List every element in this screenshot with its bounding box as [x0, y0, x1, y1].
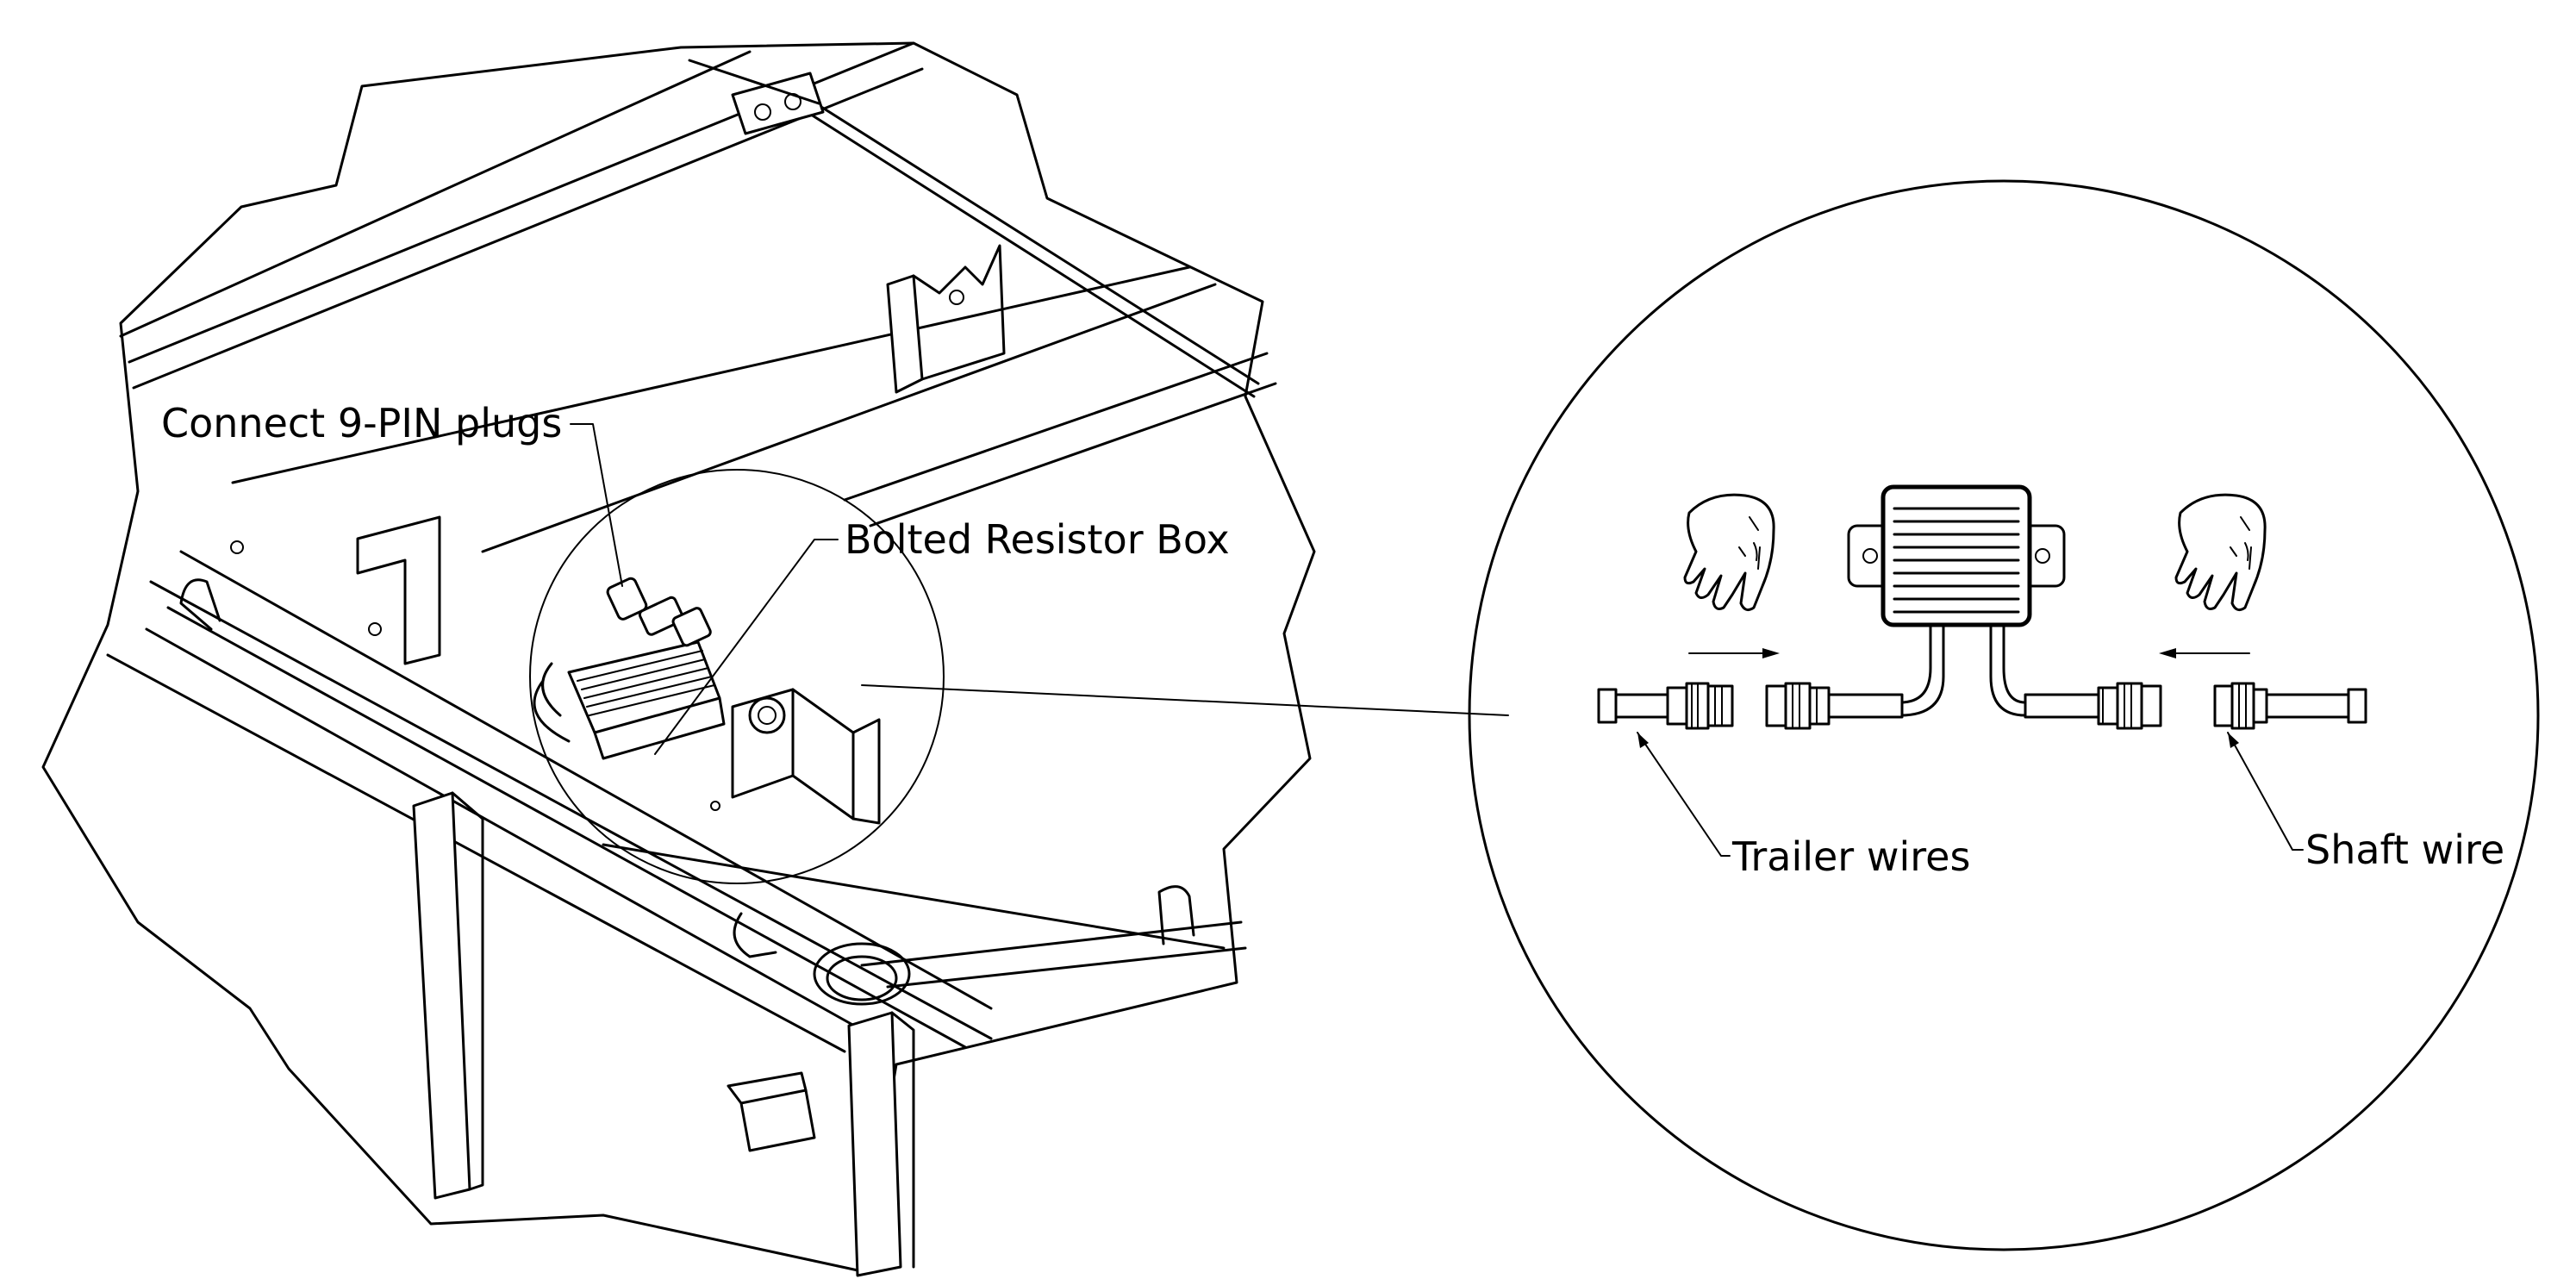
- label-connect-plugs: Connect 9-PIN plugs: [161, 400, 562, 446]
- hand-icon-left: [1683, 493, 1775, 612]
- label-resistor-box: Bolted Resistor Box: [845, 516, 1230, 563]
- frame-lines: [106, 41, 1277, 1277]
- 9-pin-plug-icon: [606, 577, 712, 647]
- label-shaft-wire: Shaft wire: [2305, 827, 2504, 873]
- leader-resistor-box: [654, 539, 839, 755]
- label-trailer-wires: Trailer wires: [1731, 833, 1970, 880]
- leader-trailer-wires: [1637, 732, 1731, 857]
- arrow-left-connect: [1688, 648, 1780, 658]
- connector-box-right: [2024, 682, 2162, 730]
- 9-pin-plug-icon: [1765, 682, 1904, 730]
- detail-callout-circle: [529, 469, 945, 884]
- connector-shaft-end: [2213, 682, 2367, 730]
- resistor-box-icon: [1847, 484, 2066, 717]
- leader-connect-plugs: [570, 423, 623, 587]
- detail-view: [1468, 179, 2540, 1251]
- leader-to-detail: [861, 684, 1509, 716]
- hand-icon-right: [2174, 493, 2267, 612]
- detail-circle: [1468, 179, 2540, 1251]
- connector-trailer-end: [1597, 682, 1734, 730]
- resistor-box-on-frame: [533, 640, 726, 760]
- leader-shaft-wire: [2227, 732, 2304, 851]
- trailer-frame-view: [41, 41, 1509, 1277]
- arrow-right-connect: [2159, 648, 2250, 658]
